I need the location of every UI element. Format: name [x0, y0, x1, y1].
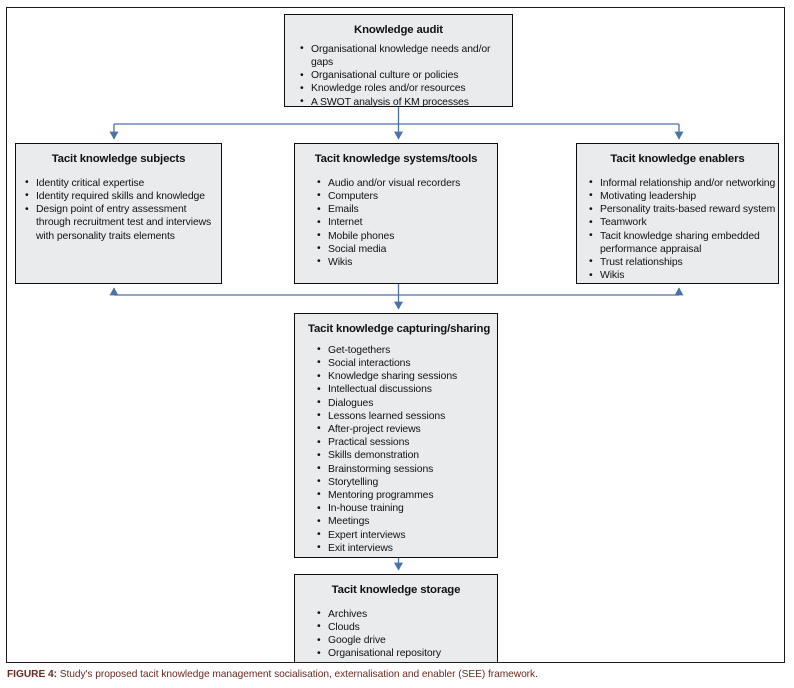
node-item-list: Audio and/or visual recorders Computers …	[317, 176, 497, 269]
list-item: Teamwork	[589, 216, 778, 229]
list-item: Mentoring programmes	[317, 488, 497, 502]
list-item: Motivating leadership	[589, 189, 778, 203]
list-item: Skills demonstration	[317, 449, 497, 462]
node-knowledge-audit: Knowledge audit Organisational knowledge…	[284, 14, 513, 109]
list-item: Identity critical expertise	[25, 176, 221, 190]
list-item: Get-togethers	[317, 343, 497, 357]
list-item: Knowledge sharing sessions	[317, 370, 497, 383]
node-tacit-knowledge-subjects: Tacit knowledge subjects Identity critic…	[15, 143, 222, 284]
list-item: Design point of entry assessment through…	[25, 203, 221, 243]
list-item: In-house training	[317, 502, 497, 515]
diagram-canvas: Knowledge audit Organisational knowledge…	[7, 8, 784, 662]
list-item: Internet	[317, 216, 497, 229]
list-item: Wikis	[317, 255, 497, 269]
list-item: Organisational repository	[317, 647, 497, 660]
list-item: Organisational culture or policies	[300, 69, 512, 82]
list-item: A SWOT analysis of KM processes	[300, 95, 512, 109]
list-item: Meetings	[317, 515, 497, 528]
list-item: Emails	[317, 203, 497, 216]
list-item: Intellectual discussions	[317, 383, 497, 396]
list-item: Tacit knowledge sharing embedded perform…	[589, 229, 778, 256]
list-item: Identity required skills and knowledge	[25, 189, 221, 203]
list-item: Organisational knowledge needs and/or ga…	[300, 42, 512, 69]
list-item: Expert interviews	[317, 528, 497, 542]
list-item: Informal relationship and/or networking	[589, 176, 778, 190]
figure-caption: FIGURE 4: Study's proposed tacit knowled…	[7, 668, 787, 681]
node-title: Tacit knowledge systems/tools	[314, 153, 478, 165]
node-item-list: Identity critical expertise Identity req…	[25, 176, 221, 243]
node-title: Tacit knowledge subjects	[51, 153, 186, 165]
list-item: Clouds	[317, 620, 497, 634]
node-item-list: Organisational knowledge needs and/or ga…	[300, 42, 512, 109]
node-title: Knowledge audit	[354, 24, 443, 36]
list-item: Mobile phones	[317, 229, 497, 243]
list-item: Dialogues	[317, 396, 497, 410]
figure-caption-text: Study's proposed tacit knowledge managem…	[59, 669, 538, 680]
list-item: Brainstorming sessions	[317, 462, 497, 476]
list-item: Lessons learned sessions	[317, 409, 497, 423]
list-item: Storytelling	[317, 475, 497, 489]
list-item: Social media	[317, 242, 497, 256]
node-tacit-knowledge-systems-tools: Tacit knowledge systems/tools Audio and/…	[294, 143, 498, 284]
node-title: Tacit knowledge capturing/sharing	[308, 323, 491, 335]
list-item: Knowledge roles and/or resources	[300, 82, 512, 95]
node-item-list: Get-togethers Social interactions Knowle…	[317, 343, 497, 555]
list-item: Wikis	[589, 269, 778, 282]
node-tacit-knowledge-storage: Tacit knowledge storage Archives Clouds …	[294, 574, 498, 662]
list-item: Exit interviews	[317, 541, 497, 555]
list-item: Practical sessions	[317, 436, 497, 449]
node-title: Tacit knowledge storage	[331, 584, 461, 596]
node-title: Tacit knowledge enablers	[610, 153, 745, 165]
list-item: Trust relationships	[589, 255, 778, 269]
list-item: Personality traits-based reward system	[589, 203, 778, 216]
figure-caption-label: FIGURE 4:	[7, 669, 57, 680]
node-item-list: Archives Clouds Google drive Organisatio…	[317, 607, 497, 661]
list-item: Audio and/or visual recorders	[317, 176, 497, 190]
list-item: Computers	[317, 189, 497, 203]
list-item: Google drive	[317, 634, 497, 647]
node-tacit-knowledge-enablers: Tacit knowledge enablers Informal relati…	[576, 143, 779, 284]
list-item: Archives	[317, 607, 497, 621]
list-item: Social interactions	[317, 356, 497, 370]
node-item-list: Informal relationship and/or networking …	[589, 176, 778, 283]
list-item: After-project reviews	[317, 422, 497, 436]
node-tacit-knowledge-capturing-sharing: Tacit knowledge capturing/sharing Get-to…	[294, 313, 498, 558]
figure-frame: Knowledge audit Organisational knowledge…	[6, 7, 785, 663]
